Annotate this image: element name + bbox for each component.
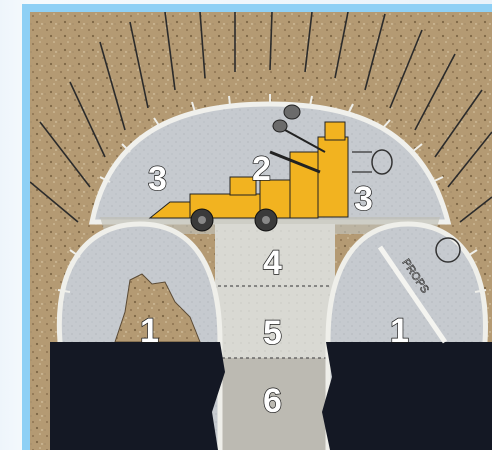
label-crown-right: 3 [354, 180, 373, 218]
label-side-drift-right: 1 [390, 312, 409, 350]
label-side-drift-left: 1 [140, 312, 159, 350]
label-bench-middle: 5 [263, 314, 282, 352]
label-crown-left: 3 [148, 160, 167, 198]
label-top-heading: 2 [252, 150, 271, 188]
label-invert: 6 [263, 382, 282, 420]
left-dark-rock [50, 342, 225, 450]
right-dark-rock [322, 342, 492, 450]
label-bench-upper: 4 [263, 244, 282, 282]
tunnel-diagram: 3 2 3 4 5 1 1 6 PROPS [30, 12, 492, 450]
